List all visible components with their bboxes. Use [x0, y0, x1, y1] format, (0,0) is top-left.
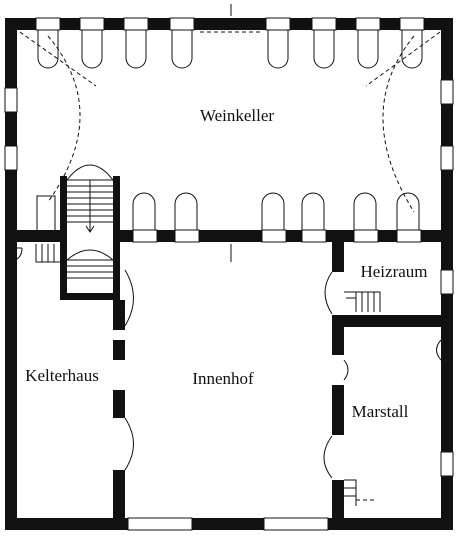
room-label-heizraum: Heizraum	[360, 262, 427, 281]
room-label-marstall: Marstall	[352, 402, 409, 421]
marstall-steps	[344, 479, 374, 506]
vault-niches-top	[37, 30, 423, 69]
heizraum-steps	[344, 291, 381, 312]
side-windows	[4, 79, 454, 477]
bottom-doors	[127, 517, 329, 531]
kelterhaus-steps	[4, 244, 60, 263]
vault-niches-bottom	[36, 192, 420, 230]
room-label-kelterhaus: Kelterhaus	[25, 366, 99, 385]
room-label-weinkeller: Weinkeller	[200, 106, 274, 125]
door-swings	[124, 269, 442, 479]
cellar-stair	[60, 164, 120, 300]
room-label-innenhof: Innenhof	[192, 369, 254, 388]
interior-walls	[113, 242, 453, 530]
top-wall-windows	[35, 17, 425, 31]
cellar-partition-wall	[5, 229, 453, 243]
